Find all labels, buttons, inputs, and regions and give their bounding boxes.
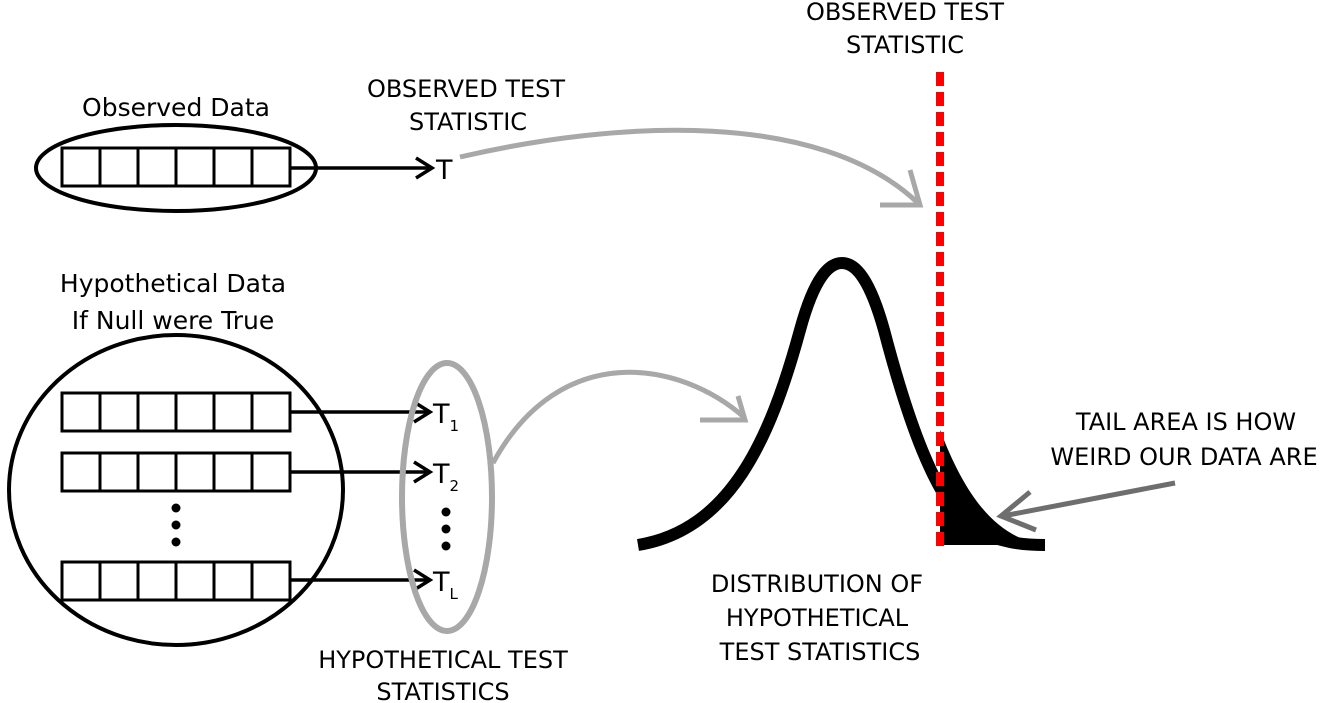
observed-t-symbol: T — [435, 155, 453, 186]
observed-data-group — [34, 123, 318, 213]
observed-to-distribution-arrow — [459, 127, 920, 205]
observed-marker-label-line1: OBSERVED TEST — [806, 0, 1004, 26]
hypothetical-data-row — [60, 451, 292, 493]
t1-symbol: T1 — [432, 399, 459, 435]
distribution-label-line3: TEST STATISTICS — [719, 638, 921, 666]
observed-stat-label-line1: OBSERVED TEST — [367, 75, 565, 103]
hypothetical-data-row — [60, 560, 292, 602]
observed-marker-label-line2: STATISTIC — [846, 31, 964, 59]
observed-data-row — [60, 146, 292, 188]
hypothetical-data-label-line2: If Null were True — [72, 306, 275, 335]
hypothetical-stats-label-line1: HYPOTHETICAL TEST — [318, 646, 568, 674]
tail-label-line2: WEIRD OUR DATA ARE — [1050, 443, 1317, 471]
row-to-t2-arrow — [290, 460, 434, 484]
observed-data-label: Observed Data — [82, 93, 270, 122]
hypothetical-data-circle — [7, 333, 345, 647]
t-ellipsis-dots — [441, 507, 451, 551]
t2-symbol: T2 — [432, 459, 459, 495]
tl-symbol: TL — [432, 567, 459, 603]
distribution-label-line1: DISTRIBUTION OF — [711, 570, 923, 598]
hypothetical-data-row — [60, 391, 292, 433]
tail-label-line1: TAIL AREA IS HOW — [1075, 408, 1296, 436]
observed-stat-label-line2: STATISTIC — [409, 108, 527, 136]
hypothetical-data-label-line1: Hypothetical Data — [60, 269, 286, 298]
vertical-ellipsis-dots — [171, 503, 181, 547]
distribution-label-line2: HYPOTHETICAL — [726, 604, 909, 632]
stats-to-distribution-arrow — [490, 369, 747, 465]
row-to-t1-arrow — [290, 400, 434, 424]
tail-arrow — [1002, 480, 1176, 519]
row-to-tl-arrow — [290, 568, 434, 592]
distribution-curve — [637, 256, 1046, 551]
hypothetical-stats-label-line2: STATISTICS — [376, 678, 509, 703]
hypothetical-stats-ellipse — [399, 360, 495, 634]
